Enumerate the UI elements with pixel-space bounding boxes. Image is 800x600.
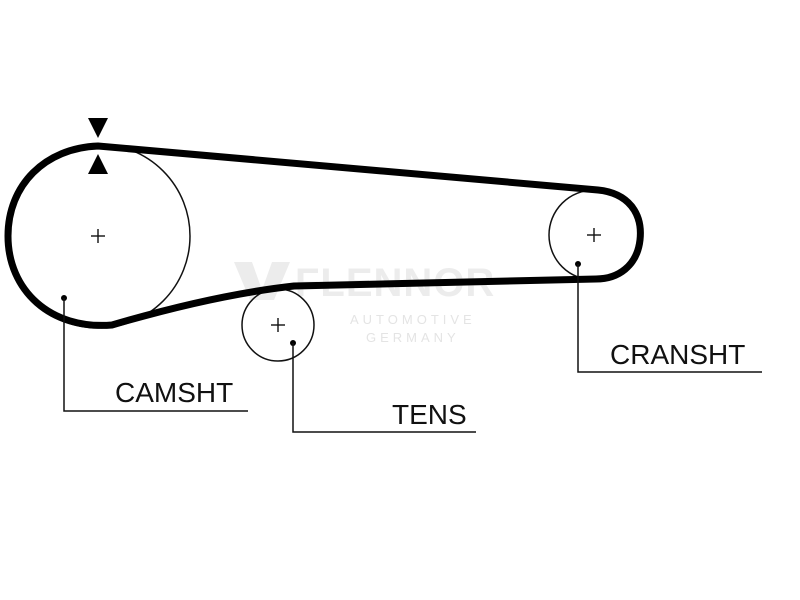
timing-belt (4, 142, 644, 329)
crankshaft-center-icon (587, 228, 601, 242)
watermark-line-2: GERMANY (366, 330, 460, 345)
camshaft-leader (61, 295, 248, 412)
crankshaft-label: CRANSHT (610, 339, 745, 370)
tensioner-leader (290, 340, 476, 433)
watermark-line-1: AUTOMOTIVE (350, 312, 476, 327)
watermark: FLENNOR AUTOMOTIVE GERMANY (234, 261, 494, 345)
tensioner-label: TENS (392, 399, 467, 430)
camshaft-center-icon (91, 229, 105, 243)
camshaft-label: CAMSHT (115, 377, 233, 408)
tensioner-center-icon (271, 318, 285, 332)
crankshaft-leader (575, 261, 762, 373)
timing-mark-icon (88, 118, 108, 174)
